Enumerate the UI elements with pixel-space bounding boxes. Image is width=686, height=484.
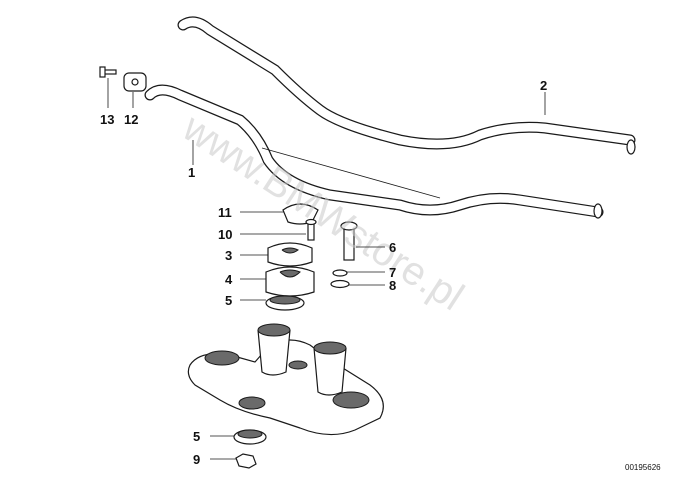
nut-9 [235,453,257,469]
callout-3: 3 [225,248,232,263]
callout-8: 8 [389,278,396,293]
clamp-upper-3 [267,242,313,267]
callout-5-upper: 5 [225,293,232,308]
callout-11: 11 [218,205,232,220]
clamp-lower-4 [265,266,315,297]
callout-4: 4 [225,272,233,287]
spring-washer-7 [332,269,348,277]
callout-2: 2 [540,78,547,93]
fork-bridge [187,323,384,436]
screw-13 [99,66,117,78]
damper-ring-5-upper [265,295,305,311]
washer-8 [330,279,350,289]
rubber-plug-12 [123,72,147,92]
callout-13: 13 [100,112,114,127]
callout-1: 1 [188,165,195,180]
callout-7: 7 [389,265,396,280]
bolt-6 [340,221,358,261]
damper-ring-5-lower [233,429,267,445]
leader-lines [107,78,546,460]
handlebar-rear [177,16,636,155]
callout-6: 6 [389,240,396,255]
callout-9: 9 [193,452,200,467]
callout-12: 12 [124,112,138,127]
screw-10 [305,218,317,241]
callout-10: 10 [218,227,232,242]
handlebar-front [144,84,604,219]
callout-5-lower: 5 [193,429,200,444]
diagram-reference-number: 00195626 [625,463,661,472]
